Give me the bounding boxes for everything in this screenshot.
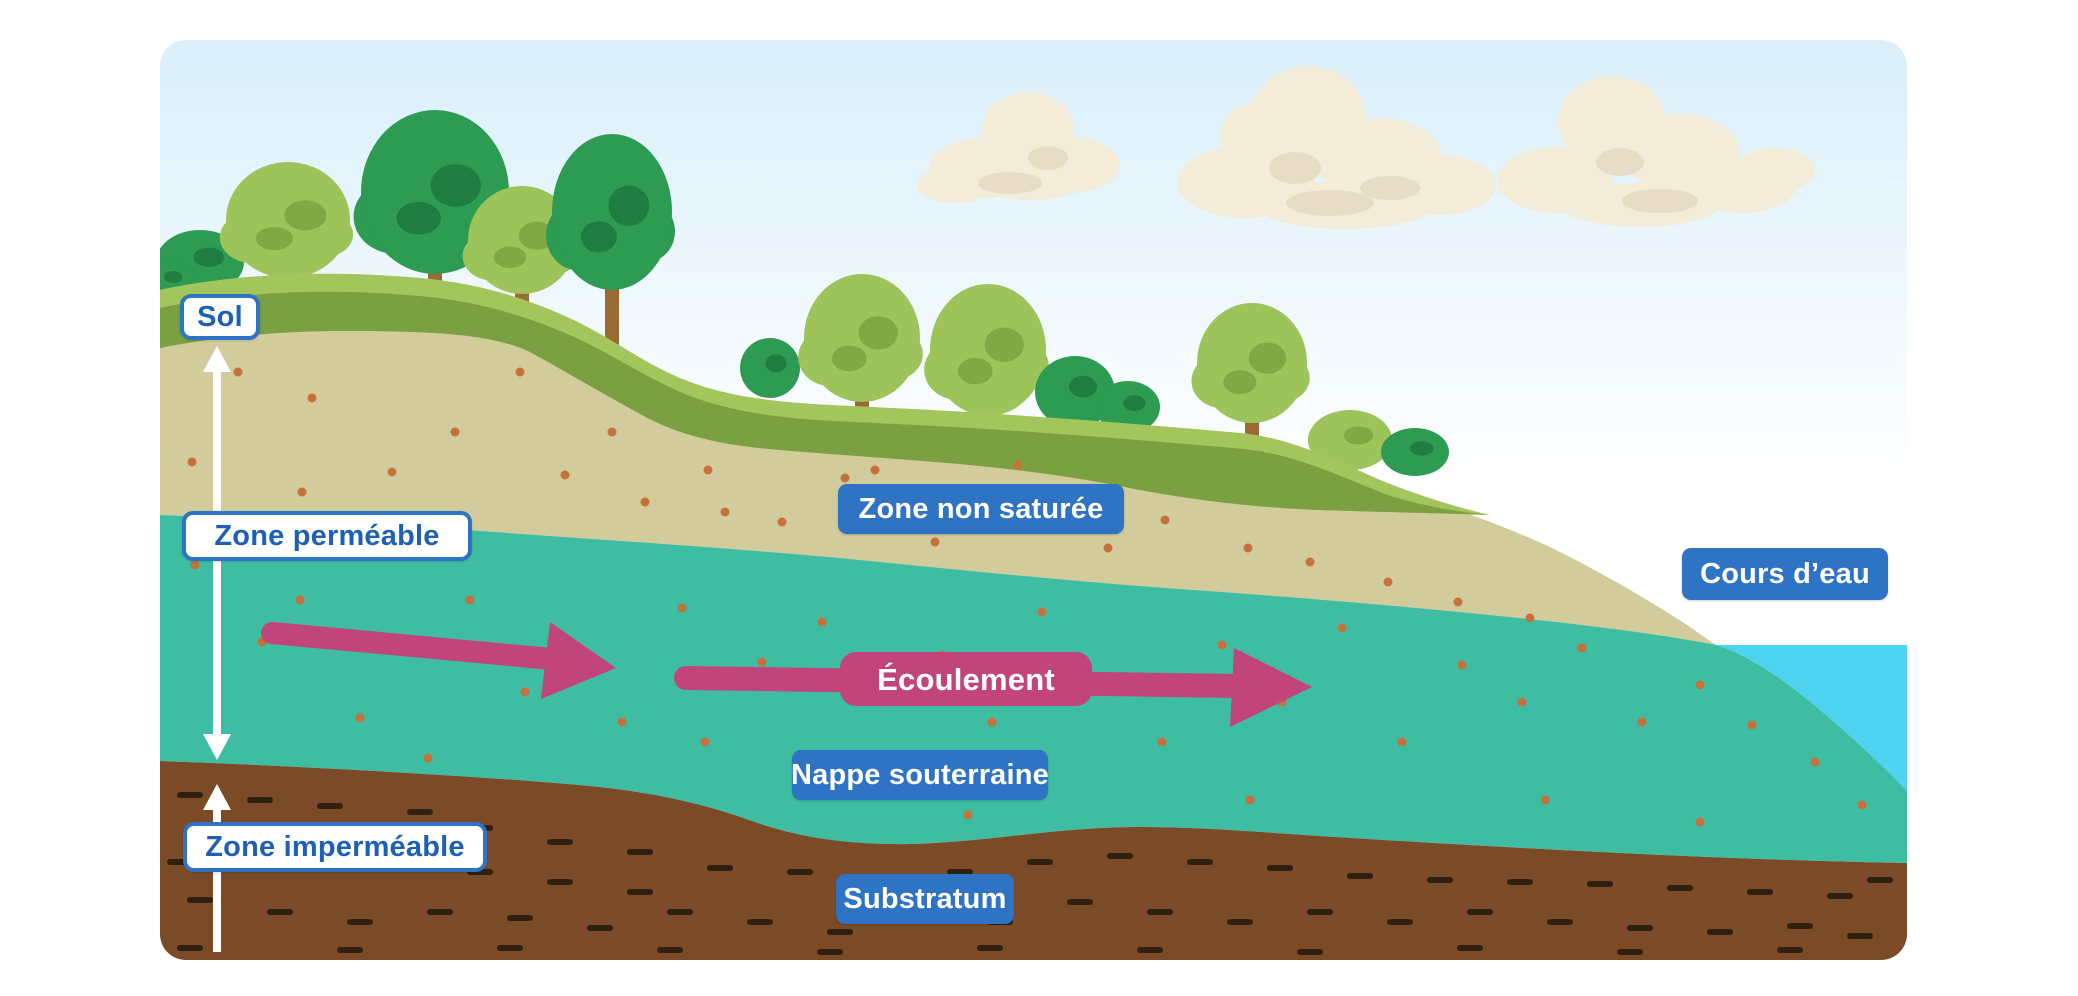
bush [740,338,800,398]
grass-band-shadow [160,291,1490,515]
label-zone-permeable: Zone perméable [182,511,472,561]
tree [546,134,675,356]
river-water [1716,645,1907,791]
label-zone-impermeable: Zone imperméable [183,822,487,872]
trees [160,110,1449,476]
label-ecoulement: Écoulement [840,652,1092,706]
groundwater-flow-arrow-left [261,622,616,699]
label-cours-deau: Cours d’eau [1682,548,1888,600]
clouds [917,66,1815,229]
cloud [917,92,1120,203]
cloud [1177,66,1496,229]
tree [1191,303,1310,438]
label-substratum: Substratum [836,874,1014,924]
label-sol: Sol [180,294,260,340]
bush [1381,428,1449,476]
tree [924,284,1049,420]
bush [1035,356,1160,433]
tree [798,274,923,414]
label-nappe-souterraine: Nappe souterraine [791,750,1049,800]
bush [1308,410,1392,470]
label-zone-non-saturee: Zone non saturée [838,484,1124,534]
cloud [1497,76,1815,227]
